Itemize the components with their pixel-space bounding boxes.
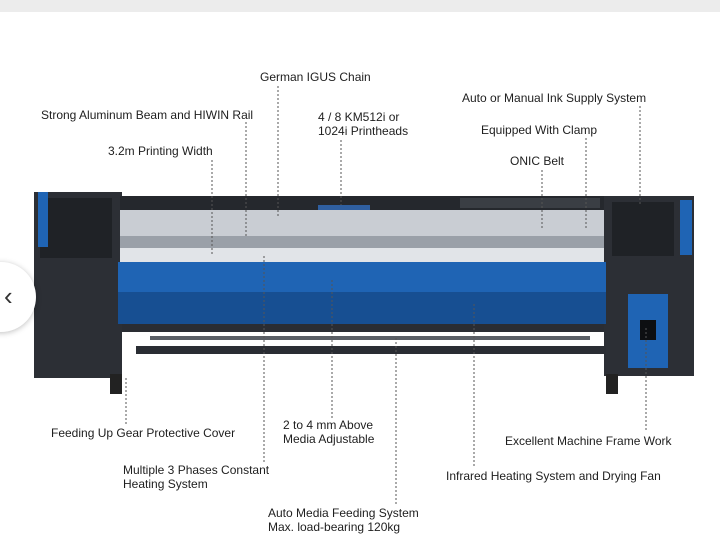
label-belt: ONIC Belt — [510, 154, 565, 168]
top-bar — [0, 0, 720, 12]
label-width: 3.2m Printing Width — [108, 144, 213, 158]
label-ink-supply: Auto or Manual Ink Supply System — [462, 91, 647, 105]
label-frame: Excellent Machine Frame Work — [505, 434, 672, 448]
label-clamp: Equipped With Clamp — [481, 123, 598, 137]
label-infrared: Infrared Heating System and Drying Fan — [446, 469, 661, 483]
label-igus-chain: German IGUS Chain — [260, 70, 371, 84]
chevron-left-icon: ‹ — [4, 281, 13, 311]
label-beam-rail: Strong Aluminum Beam and HIWIN Rail — [41, 108, 254, 122]
label-gear-cover: Feeding Up Gear Protective Cover — [51, 426, 236, 440]
